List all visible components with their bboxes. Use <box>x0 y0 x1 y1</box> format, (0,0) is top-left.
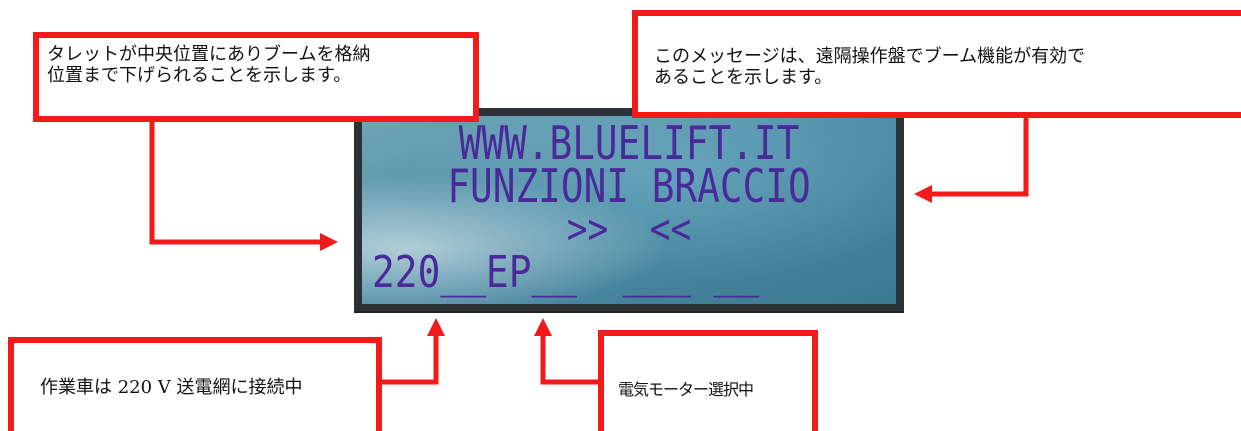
callout-220v-connection-text: 作業車は 220 V 送電網に接続中 <box>40 377 303 398</box>
callout-turret-center-line1: タレットが中央位置にありブームを格納 <box>47 44 371 65</box>
arrowhead-220v <box>427 318 445 336</box>
callout-electric-motor-text: 電気モーター選択中 <box>618 380 754 399</box>
callout-turret-center: タレットが中央位置にありブームを格納 位置まで下げられることを示します。 <box>33 32 479 122</box>
arrow-boom-functions <box>927 115 1029 197</box>
arrow-turret-center <box>149 117 325 245</box>
lcd-line-center-indicator: >> << <box>566 204 692 253</box>
callout-boom-functions: このメッセージは、遠隔操作盤でブーム機能が有効で あることを示します。 <box>632 10 1241 118</box>
arrowhead-electric-motor <box>534 318 552 336</box>
arrowhead-boom-functions <box>914 185 932 203</box>
callout-220v-connection: 作業車は 220 V 送電網に接続中 <box>8 337 382 431</box>
callout-electric-motor: 電気モーター選択中 <box>598 330 818 431</box>
lcd-line-status: 220__EP__ ___ __ <box>372 247 760 298</box>
arrow-electric-motor <box>540 331 601 385</box>
arrow-220v <box>381 331 439 385</box>
arrowhead-turret-center <box>320 233 338 251</box>
callout-turret-center-line2: 位置まで下げられることを示します。 <box>47 65 352 86</box>
lcd-line-boom-functions: FUNZIONI BRACCIO <box>447 159 811 213</box>
callout-boom-functions-line2: あることを示します。 <box>654 67 833 88</box>
callout-boom-functions-line1: このメッセージは、遠隔操作盤でブーム機能が有効で <box>654 46 1086 67</box>
lcd-screen: WWW.BLUELIFT.IT FUNZIONI BRACCIO >> << 2… <box>362 116 896 304</box>
lcd-display: WWW.BLUELIFT.IT FUNZIONI BRACCIO >> << 2… <box>354 108 904 313</box>
display-underline <box>354 311 904 313</box>
lcd-line-website: WWW.BLUELIFT.IT <box>458 116 800 170</box>
